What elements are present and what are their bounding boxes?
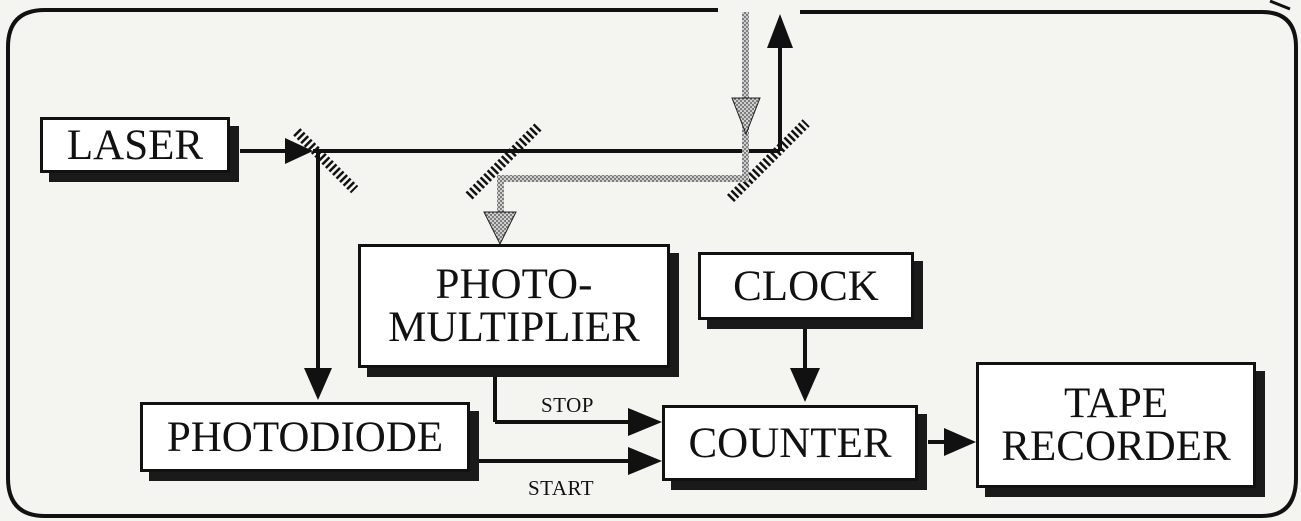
laser-box: LASER [40,117,230,173]
beam-arrow-up [767,14,793,48]
return-beam-to-pmt [497,175,504,220]
return-beam-arrow-pmt [483,211,517,246]
photodiode-label: PHOTODIODE [166,413,444,461]
start-arrow [628,447,662,475]
beamsplitter-mirror [291,126,359,194]
clock-box: CLOCK [698,252,914,320]
stop-arrow [628,408,662,436]
laser-label: LASER [66,121,204,169]
beam-arrow-to-splitter [285,138,313,164]
arrow-to-photodiode [304,368,332,400]
stop-signal-label: STOP [541,393,594,417]
photomultiplier-label-line2: MULTIPLIER [388,304,640,351]
clock-label: CLOCK [733,262,879,310]
tape-recorder-label-line1: TAPE [1063,380,1169,427]
frame-corner-mark [1269,0,1291,11]
photodiode-box: PHOTODIODE [140,402,470,472]
tape-recorder-label-line2: RECORDER [1001,423,1231,470]
return-beam-horizontal [497,175,749,182]
counter-box: COUNTER [662,405,918,481]
start-signal-label: START [528,476,595,500]
rounded-frame [6,8,1298,518]
photomultiplier-label-line1: PHOTO- [435,261,593,308]
return-beam-down [742,12,749,182]
fold-mirror [726,119,810,203]
clock-arrow [790,368,820,402]
photomultiplier-box: PHOTO- MULTIPLIER [358,244,670,368]
pickoff-mirror [464,123,542,201]
return-beam-arrow [731,97,761,136]
tape-recorder-box: TAPE RECORDER [976,362,1256,488]
counter-label: COUNTER [688,419,892,467]
counter-to-tape-arrow [944,428,976,456]
